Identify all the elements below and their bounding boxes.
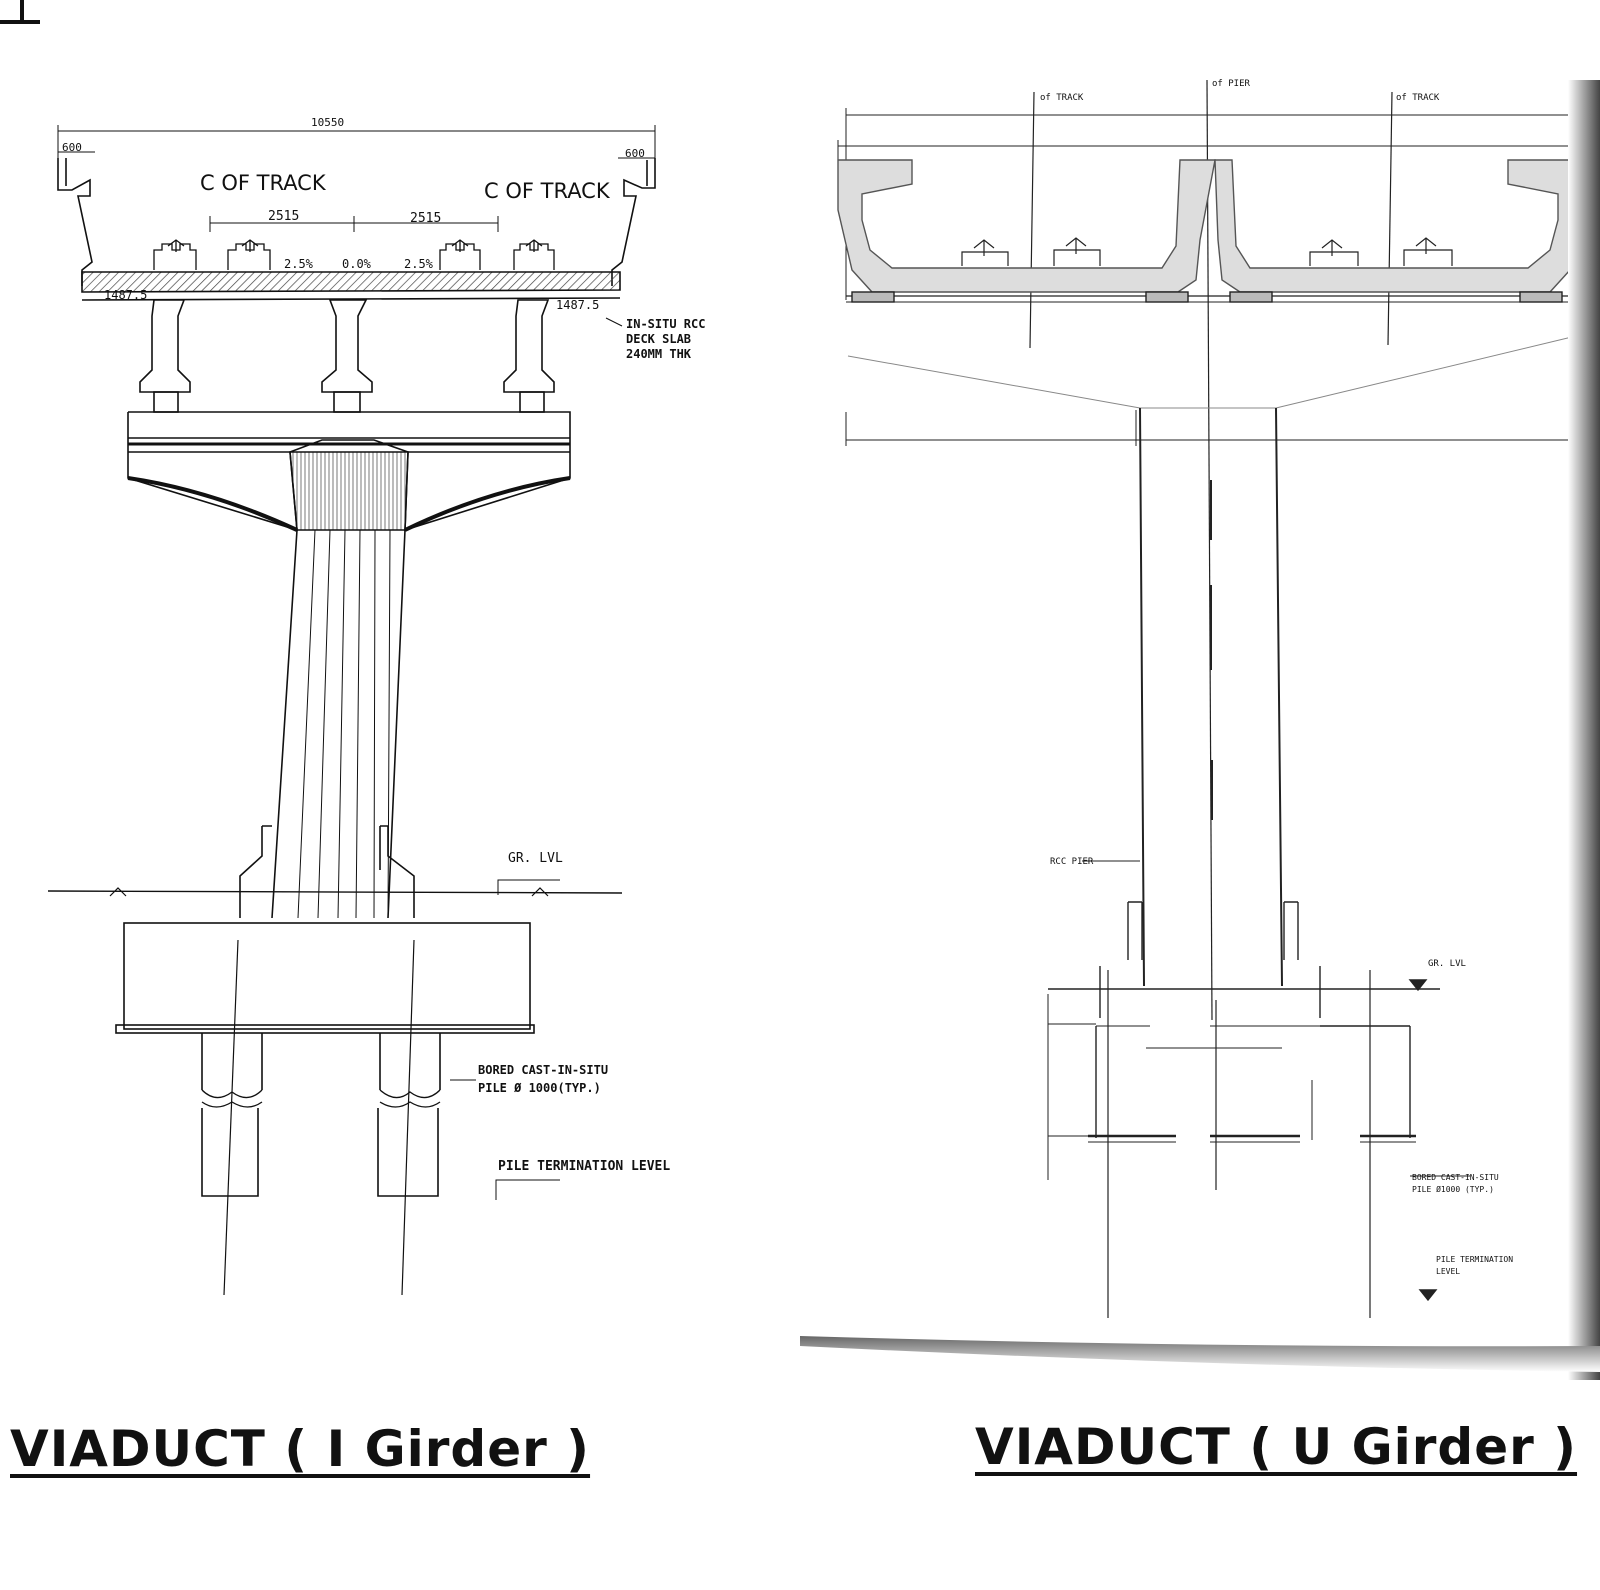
track-label-right: C OF TRACK bbox=[484, 179, 611, 203]
track-label-right-u: of TRACK bbox=[1396, 93, 1440, 103]
page-bottom-shadow bbox=[800, 1336, 1600, 1372]
pile-note-u-line-2: PILE Ø1000 (TYP.) bbox=[1412, 1184, 1494, 1194]
u-girder-labels: of TRACK of TRACK of PIER RCC PIER GR. L… bbox=[1040, 79, 1513, 1276]
dim-left-edge: 600 bbox=[62, 141, 82, 154]
pier-center-label: of PIER bbox=[1212, 79, 1251, 89]
page-edge-shadow bbox=[1568, 80, 1600, 1380]
corner-mark bbox=[0, 0, 40, 24]
pile-note-u-line-1: BORED CAST-IN-SITU bbox=[1412, 1173, 1499, 1182]
pile-termination-label: PILE TERMINATION LEVEL bbox=[498, 1159, 670, 1174]
dim-left-offset: 1487.5 bbox=[104, 288, 147, 302]
dim-spacing-1: 2515 bbox=[268, 209, 299, 224]
deck-note-line-2: DECK SLAB bbox=[626, 332, 691, 346]
slope-right: 2.5% bbox=[404, 257, 434, 271]
track-label-left: C OF TRACK bbox=[200, 171, 327, 195]
pile-note-line-2: PILE Ø 1000(TYP.) bbox=[478, 1081, 601, 1095]
dim-spacing-2: 2515 bbox=[410, 211, 441, 226]
i-girder-drawing bbox=[47, 125, 656, 1296]
pile-termination-u-line-2: LEVEL bbox=[1436, 1267, 1460, 1276]
rcc-pier-label: RCC PIER bbox=[1050, 857, 1094, 867]
slope-center: 0.0% bbox=[342, 257, 372, 271]
ground-level-label: GR. LVL bbox=[508, 851, 563, 866]
i-girder-labels: 10550 600 600 C OF TRACK C OF TRACK 2515… bbox=[62, 116, 705, 1174]
dim-right-edge: 600 bbox=[625, 147, 645, 160]
track-label-left-u: of TRACK bbox=[1040, 93, 1084, 103]
slope-left: 2.5% bbox=[284, 257, 314, 271]
dim-right-offset: 1487.5 bbox=[556, 298, 599, 312]
deck-note-line-3: 240MM THK bbox=[626, 347, 692, 361]
u-girder-title: VIADUCT ( U Girder ) bbox=[975, 1418, 1578, 1476]
i-girder-title: VIADUCT ( I Girder ) bbox=[10, 1420, 591, 1478]
dim-overall: 10550 bbox=[311, 116, 344, 129]
ground-level-label-u: GR. LVL bbox=[1428, 959, 1466, 969]
pile-note-line-1: BORED CAST-IN-SITU bbox=[478, 1063, 608, 1077]
deck-note-line-1: IN-SITU RCC bbox=[626, 317, 705, 331]
pile-termination-u-line-1: PILE TERMINATION bbox=[1436, 1255, 1513, 1264]
u-girder-drawing bbox=[837, 79, 1585, 1318]
